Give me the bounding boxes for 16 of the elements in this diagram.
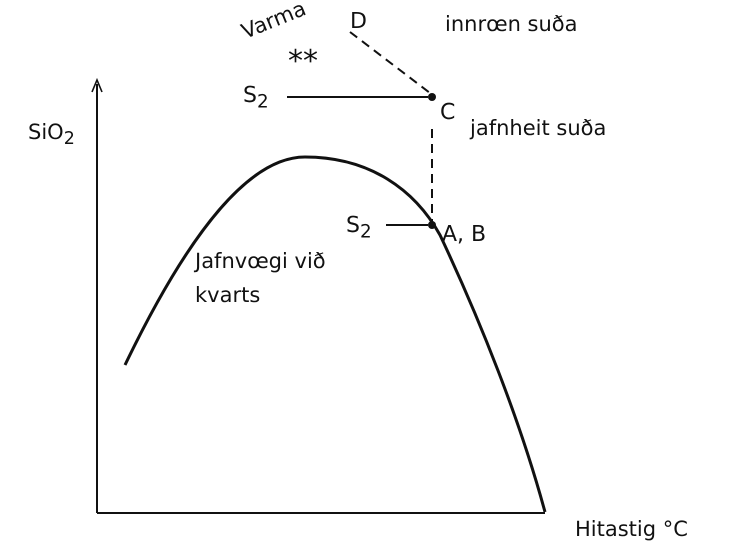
point-label: C bbox=[428, 93, 462, 129]
axis-label: Hitastig °C bbox=[575, 517, 688, 541]
point-label: D bbox=[350, 8, 376, 38]
curve-label: Jafnvœgi við kvarts bbox=[195, 248, 327, 309]
region-label: innrœn suða bbox=[445, 12, 578, 36]
state-label: S$_{2}$ bbox=[346, 212, 386, 248]
axis-label: SiO$_{2}$ bbox=[28, 120, 75, 150]
rotated-label: Varma bbox=[238, 0, 310, 44]
connector-line bbox=[287, 96, 428, 98]
state-label: S$_{2}$ bbox=[243, 82, 287, 118]
dashed-line bbox=[431, 129, 433, 221]
connector-line bbox=[386, 224, 428, 226]
region-label: jafnheit suða bbox=[470, 116, 606, 140]
dashed-line bbox=[349, 31, 431, 94]
point-label: A, B bbox=[428, 221, 488, 251]
asterisk-mark: ** bbox=[288, 44, 318, 79]
